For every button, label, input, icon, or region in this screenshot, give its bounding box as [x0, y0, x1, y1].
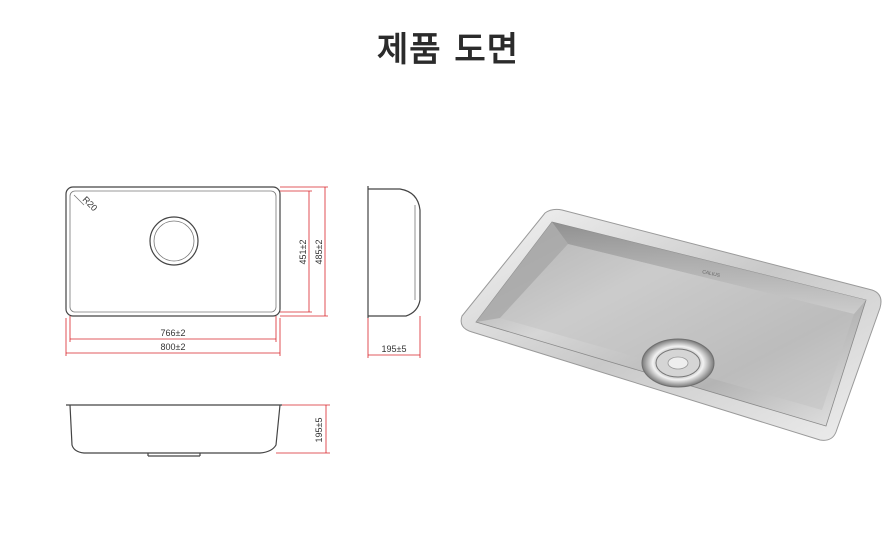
top-view-inner-bowl	[69, 190, 277, 313]
side-view-profile	[368, 188, 421, 317]
sink-logo: CALIUS	[702, 269, 722, 279]
side-view: 195±5	[367, 186, 421, 358]
inner-height-label: 451±2	[298, 240, 308, 265]
sink-back-wall	[552, 222, 866, 314]
side-depth-label: 195±5	[382, 344, 407, 354]
front-depth-label: 195±5	[314, 418, 324, 443]
sink-left-wall	[476, 222, 568, 322]
outer-width-label: 800±2	[161, 342, 186, 352]
radius-leader	[73, 194, 85, 206]
sink-floor	[500, 244, 854, 410]
front-view: 195±5	[66, 404, 330, 457]
drain-inner-circle	[153, 220, 195, 262]
radius-label: R20	[81, 194, 100, 213]
product-photo: CALIUS	[460, 208, 882, 441]
top-view-outer-rim	[65, 186, 281, 317]
front-view-profile	[69, 404, 281, 454]
drain-outer-circle	[149, 216, 199, 266]
drain-center	[667, 356, 689, 370]
outer-height-label: 485±2	[314, 240, 324, 265]
top-view: R20 766±2 800±2 451±2 485±2	[65, 186, 328, 356]
inner-width-label: 766±2	[161, 328, 186, 338]
page-title: 제품 도면	[377, 30, 519, 70]
